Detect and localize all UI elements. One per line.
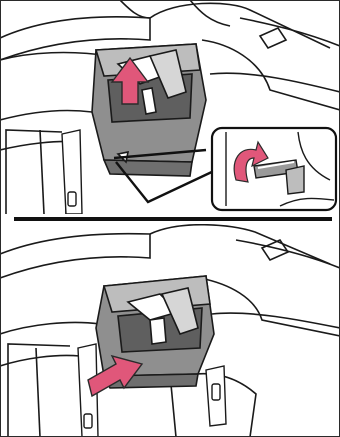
- step-1-illustration: [0, 0, 340, 214]
- step-2-panel: [0, 224, 340, 437]
- detail-inset: [212, 128, 336, 210]
- cupholder: [92, 44, 206, 176]
- step-divider: [0, 214, 340, 224]
- step-2-illustration: [0, 224, 340, 437]
- step-1-panel: [0, 0, 340, 214]
- divider-line: [14, 217, 332, 221]
- bracket: [62, 130, 82, 214]
